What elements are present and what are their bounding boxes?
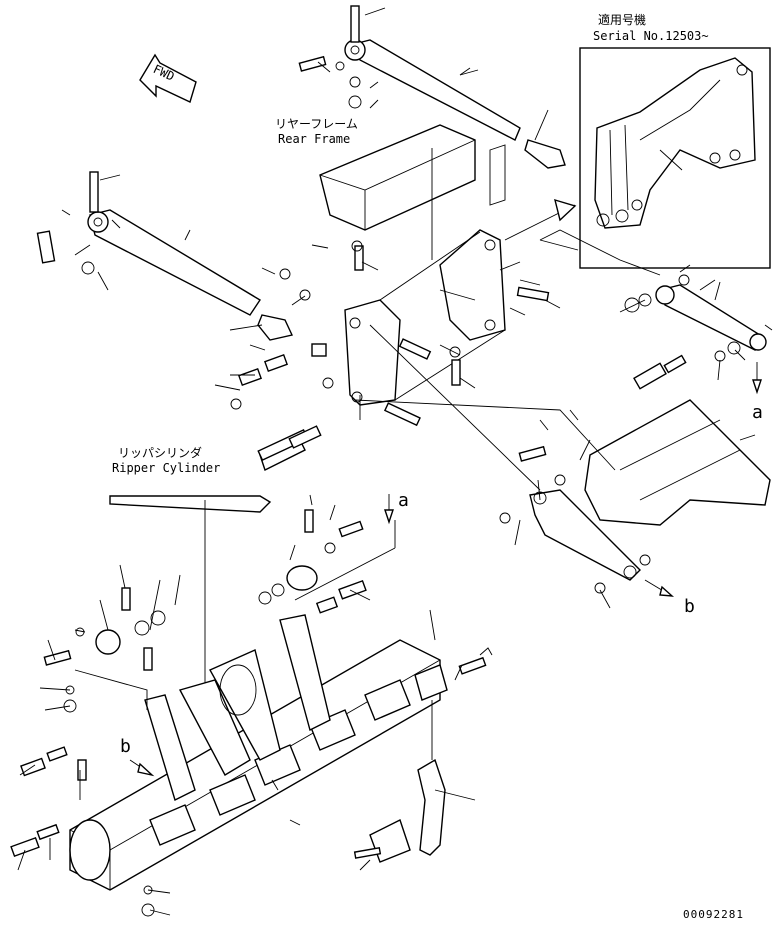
callout-b-right: b [684,596,695,617]
inset-serial: Serial No.12503~ [593,29,709,43]
leader-lines [17,7,773,916]
shank-holder-bracket [499,399,771,594]
drawing-number: 00092281 [683,908,744,921]
callout-a-upper: a [752,402,763,423]
rear-frame-label-en: Rear Frame [278,132,350,146]
inset-bracket-drawing [594,57,756,229]
callout-a-lower: a [398,490,409,511]
rear-frame-label-jp: リヤーフレーム [275,117,358,131]
rear-frame-drawing [319,124,506,260]
shank-clamps [149,664,448,846]
shanks [144,614,331,801]
ripper-cylinder-label-en: Ripper Cylinder [112,461,220,475]
fwd-arrow-icon [139,53,197,103]
central-bracket [344,198,577,406]
ripper-cylinder-drawing [109,439,306,700]
fasteners [10,55,741,917]
ripper-beam-drawing [69,614,448,891]
inset-title-jp: 適用号機 [598,12,646,27]
upper-link-arm [344,5,566,169]
right-link-arm [624,284,767,351]
serial-inset [579,47,771,269]
callout-arrows [129,362,762,777]
fwd-label: FWD [151,62,177,84]
callout-b-left: b [120,736,131,757]
ripper-cylinder-label-jp: リッパシリンダ [118,445,202,460]
left-link-arm [36,171,294,341]
